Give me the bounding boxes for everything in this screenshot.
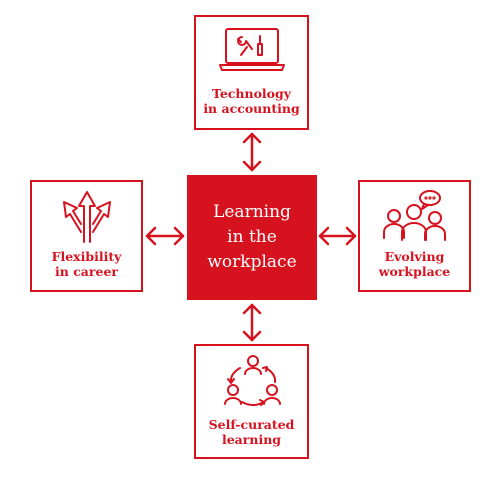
center-node-learning-in-the-workplace: Learning in the workplace <box>187 175 317 300</box>
arrow-left-connector <box>145 226 185 246</box>
node-flexibility-in-career: Flexibility in career <box>30 180 143 292</box>
node-technology-in-accounting: Technology in accounting <box>194 15 309 130</box>
people-cycle-icon <box>224 355 281 406</box>
node-self-curated-learning: Self-curated learning <box>194 344 309 459</box>
arrow-top-connector <box>242 132 262 172</box>
center-label-line2: in the <box>227 227 277 247</box>
node-label-line2: learning <box>221 432 282 447</box>
center-label-line3: workplace <box>207 252 297 272</box>
node-label-line1: Self-curated <box>208 417 295 432</box>
node-label-line1: Evolving <box>384 249 445 264</box>
node-evolving-workplace: Evolving workplace <box>358 180 471 292</box>
node-label-line1: Technology <box>211 86 292 101</box>
people-speech-icon <box>383 190 446 241</box>
node-label-line2: workplace <box>378 264 451 279</box>
node-label-line2: in career <box>55 264 118 279</box>
arrow-right-connector <box>318 226 357 246</box>
arrow-bottom-connector <box>242 303 262 342</box>
center-label-line1: Learning <box>213 202 291 222</box>
node-label-line1: Flexibility <box>51 249 122 264</box>
diverging-arrows-icon <box>63 191 111 243</box>
laptop-tools-icon <box>219 28 285 71</box>
node-label-line2: in accounting <box>203 101 300 116</box>
